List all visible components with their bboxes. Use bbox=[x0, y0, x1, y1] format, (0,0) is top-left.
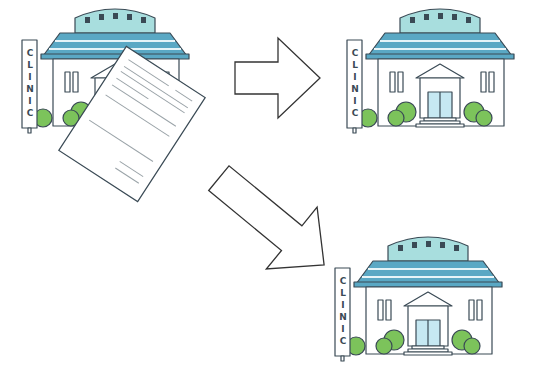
clinic-node: CLINIC bbox=[340, 0, 540, 135]
clinic-node: CLINIC bbox=[328, 228, 528, 363]
sign-text: CLINIC bbox=[335, 270, 350, 354]
clinic-building bbox=[347, 9, 514, 133]
sign-text: CLINIC bbox=[347, 42, 362, 126]
block-arrow bbox=[235, 38, 320, 118]
clinic-building bbox=[335, 237, 502, 361]
referral-document bbox=[59, 46, 205, 201]
sign-text: CLINIC bbox=[22, 42, 37, 126]
block-arrow bbox=[209, 166, 324, 269]
clinic-node: CLINIC bbox=[15, 0, 215, 205]
